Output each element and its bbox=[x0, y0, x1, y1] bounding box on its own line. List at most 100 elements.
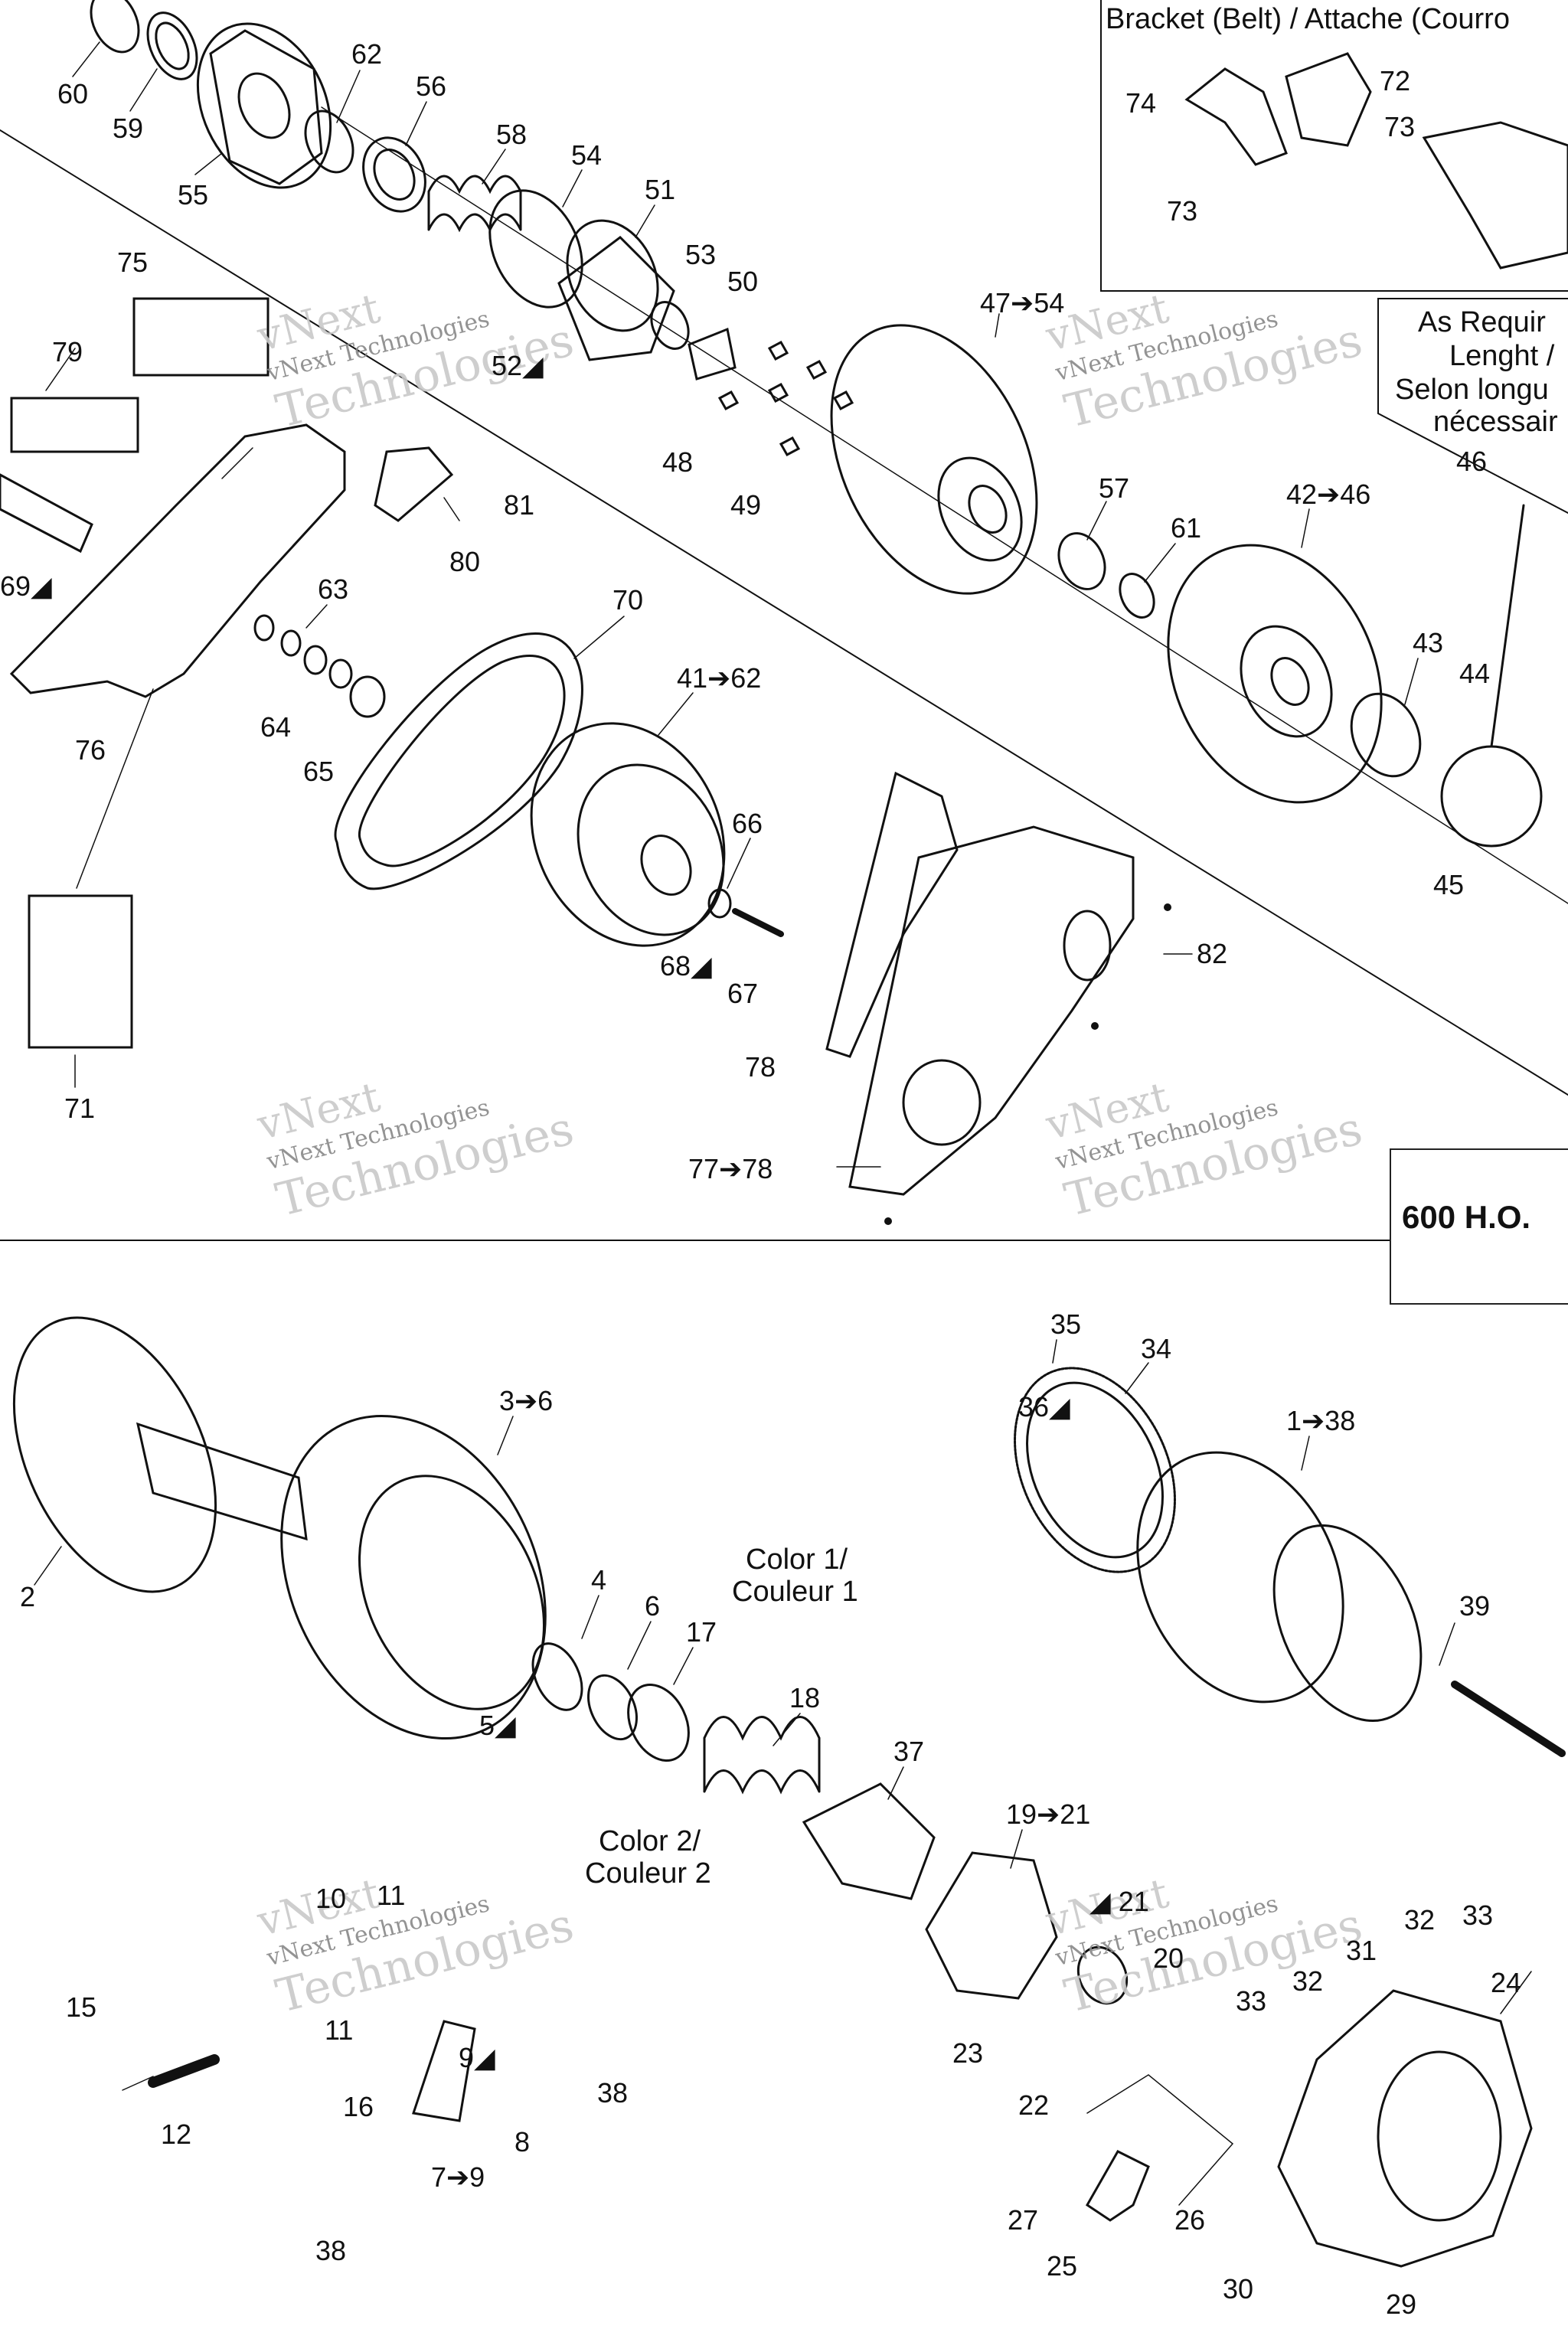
callout-33b: 33 bbox=[1236, 1985, 1267, 2017]
color2-line-2: Couleur 2 bbox=[585, 1857, 711, 1890]
callout-43: 43 bbox=[1413, 627, 1444, 658]
callout-11b: 11 bbox=[325, 2014, 354, 2046]
part-6-ring bbox=[587, 1674, 638, 1741]
callout-31: 31 bbox=[1346, 1935, 1377, 1966]
part-70-belt-inner bbox=[358, 655, 566, 867]
assembly-divider-line bbox=[0, 129, 1568, 1096]
callout-82: 82 bbox=[1197, 938, 1228, 969]
callout-78: 78 bbox=[745, 1051, 776, 1083]
part-60-washer bbox=[90, 0, 140, 54]
callout-73b: 73 bbox=[1167, 195, 1198, 227]
callout-5: 5◢ bbox=[479, 1710, 516, 1741]
callout-63: 63 bbox=[318, 573, 349, 605]
callout-65: 65 bbox=[303, 756, 335, 787]
part-56-bearing bbox=[362, 136, 426, 213]
part-47-sheave-hub bbox=[937, 456, 1023, 562]
part-24-housing bbox=[1277, 1989, 1533, 2268]
callout-41-62: 41➔62 bbox=[677, 662, 762, 694]
part-42-sheave-bore bbox=[1270, 657, 1310, 706]
part-2-shaft bbox=[136, 1422, 308, 1541]
part-80-bracket bbox=[374, 446, 454, 522]
part-82-dot bbox=[1164, 903, 1171, 911]
callout-49: 49 bbox=[730, 489, 762, 521]
callout-75: 75 bbox=[117, 247, 149, 278]
callout-69: 69◢ bbox=[0, 570, 52, 602]
part-55-cam-hub bbox=[237, 72, 291, 139]
callout-6: 6 bbox=[645, 1590, 661, 1622]
part-47-sheave bbox=[830, 324, 1038, 595]
part-17-washer bbox=[627, 1683, 690, 1762]
part-56-bearing-inner bbox=[373, 149, 416, 201]
leader-lines bbox=[34, 41, 1532, 2091]
part-53-ring bbox=[650, 301, 690, 350]
callout-12: 12 bbox=[161, 2118, 192, 2150]
part-61-ring bbox=[1119, 573, 1155, 619]
callout-73a: 73 bbox=[1384, 111, 1416, 142]
callout-48: 48 bbox=[662, 446, 694, 478]
part-cover-dot bbox=[1091, 1022, 1099, 1030]
part-41-pulley-face bbox=[577, 763, 725, 936]
part-58-spring bbox=[427, 175, 522, 233]
part-37-sleeve bbox=[802, 1782, 936, 1900]
part-7-lever bbox=[412, 2020, 476, 2122]
callout-23: 23 bbox=[952, 2037, 984, 2069]
part-41-pulley-hub bbox=[640, 835, 692, 896]
callout-3-6: 3➔6 bbox=[499, 1385, 554, 1416]
callout-2: 2 bbox=[20, 1581, 36, 1612]
part-bracket-arm bbox=[1422, 121, 1568, 270]
callout-15: 15 bbox=[66, 1991, 97, 2023]
callout-8: 8 bbox=[514, 2126, 531, 2158]
callout-1-38: 1➔38 bbox=[1286, 1405, 1356, 1436]
callout-17: 17 bbox=[686, 1616, 717, 1648]
part-1-clutch-face bbox=[1272, 1524, 1423, 1723]
part-3-sheave bbox=[280, 1414, 547, 1740]
part-76-belt-guard bbox=[9, 423, 346, 698]
callout-58: 58 bbox=[496, 119, 528, 150]
part-42-sheave bbox=[1167, 544, 1383, 804]
callout-26: 26 bbox=[1174, 2204, 1206, 2236]
part-12-pin bbox=[148, 2054, 220, 2088]
callout-47-54: 47➔54 bbox=[980, 287, 1065, 318]
callout-4: 4 bbox=[591, 1564, 607, 1596]
part-55-cam bbox=[196, 22, 332, 189]
part-18-spring bbox=[703, 1716, 821, 1795]
part-51-sleeve bbox=[557, 236, 675, 361]
part-59-ring bbox=[146, 11, 198, 80]
part-51-sleeve-end bbox=[566, 219, 659, 332]
part-hardware-bolts bbox=[717, 340, 854, 457]
part-55-cam-body bbox=[209, 29, 323, 185]
callout-74: 74 bbox=[1125, 87, 1157, 119]
callout-10: 10 bbox=[315, 1883, 347, 1914]
part-78-cover-gasket bbox=[825, 771, 959, 1058]
part-79-label bbox=[10, 397, 139, 453]
callout-76: 76 bbox=[75, 734, 106, 766]
callout-19-21: 19➔21 bbox=[1006, 1798, 1091, 1830]
part-cover-dot-2 bbox=[884, 1217, 892, 1225]
bracket-box-border bbox=[1100, 0, 1568, 292]
part-74-bracket bbox=[1184, 67, 1288, 166]
callout-54: 54 bbox=[571, 139, 603, 171]
callout-7-9: 7➔9 bbox=[431, 2161, 485, 2193]
callout-24: 24 bbox=[1491, 1967, 1522, 1998]
callout-22: 22 bbox=[1018, 2089, 1050, 2121]
callout-35: 35 bbox=[1050, 1308, 1082, 1340]
callout-53: 53 bbox=[685, 239, 717, 270]
part-41-pulley bbox=[530, 722, 726, 947]
callout-20: 20 bbox=[1153, 1942, 1184, 1974]
callout-39: 39 bbox=[1459, 1590, 1491, 1622]
callout-52: 52◢ bbox=[492, 350, 544, 381]
part-25-group-outline bbox=[1086, 2074, 1234, 2206]
part-20-bushing bbox=[1076, 1945, 1129, 2005]
part-25-bracket bbox=[1086, 2150, 1150, 2222]
leader-45-group bbox=[1490, 504, 1525, 748]
callout-61: 61 bbox=[1171, 512, 1202, 544]
part-2-sheave bbox=[12, 1316, 217, 1593]
part-43-plate bbox=[1350, 692, 1422, 778]
part-50-bushing bbox=[688, 327, 737, 381]
part-3-sheave-face bbox=[358, 1475, 545, 1710]
callout-38b: 38 bbox=[315, 2235, 347, 2266]
callout-44: 44 bbox=[1459, 658, 1491, 689]
part-67-bolt bbox=[732, 908, 784, 937]
part-4-ring bbox=[531, 1642, 583, 1711]
